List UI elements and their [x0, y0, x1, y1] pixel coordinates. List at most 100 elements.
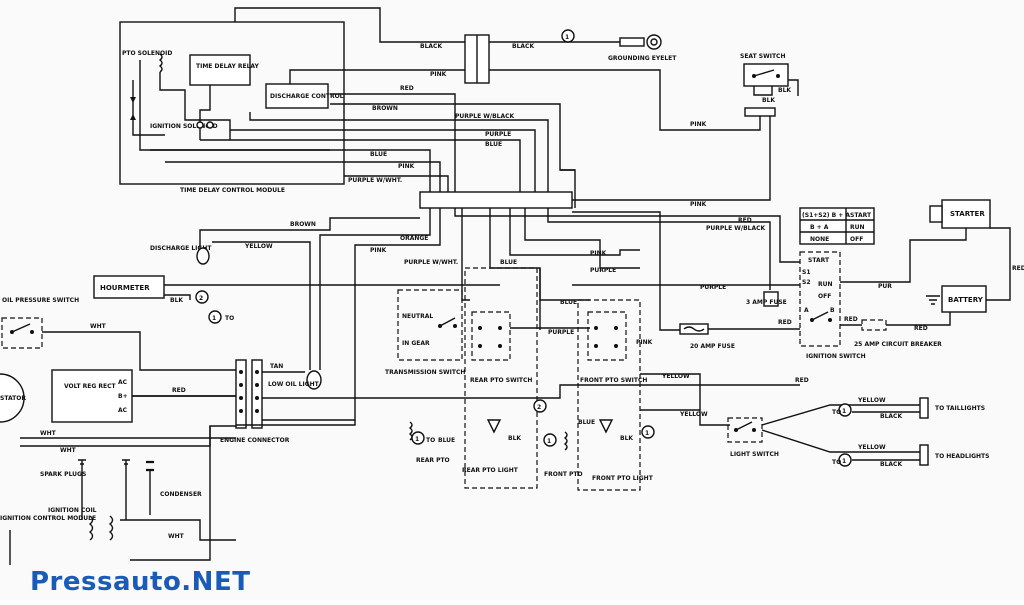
- switch-contact-icon: [498, 326, 502, 330]
- wire-wht-label: WHT: [40, 430, 57, 437]
- ref-1: 1: [645, 430, 649, 437]
- pin-icon: [255, 383, 259, 387]
- discharge-light-icon: [196, 247, 210, 265]
- wire-brown: [330, 103, 575, 171]
- transmission-switch-box: [397, 289, 463, 361]
- wire-orange-label: ORANGE: [400, 235, 428, 242]
- wire-yellow-label: YELLOW: [857, 397, 886, 404]
- ref-1: 1: [842, 458, 846, 465]
- wire-purple-white: [461, 208, 470, 301]
- volt-reg-rect-label: VOLT REG RECT: [64, 383, 117, 390]
- switch-lever-icon: [811, 311, 829, 321]
- wire-blue-front: [539, 268, 590, 301]
- wire-purple-black: [249, 112, 549, 192]
- rect-terminal-ac: AC: [118, 407, 128, 414]
- module-internal-wire: [199, 85, 211, 140]
- wire-purple-white-label: PURPLE W/WHT.: [348, 177, 402, 184]
- wire-pink-label: PINK: [430, 71, 447, 78]
- wire-blk-hourmeter: [164, 294, 191, 300]
- ref-1: 1: [212, 315, 216, 322]
- rear-pto-light-label: REAR PTO LIGHT: [462, 467, 519, 474]
- ignition-position-table: [799, 207, 875, 245]
- solenoid-contact-icon: [196, 121, 204, 129]
- ign-terminal-a: A: [804, 307, 809, 314]
- switch-lever-icon: [753, 69, 775, 77]
- ref-to-label: TO: [832, 459, 841, 466]
- circuit-breaker-label: 25 AMP CIRCUIT BREAKER: [854, 341, 942, 348]
- wire-blk-label: BLK: [508, 435, 521, 442]
- switch-contact-icon: [776, 74, 780, 78]
- seat-switch-connector: [744, 107, 776, 117]
- neutral-label: NEUTRAL: [402, 313, 433, 320]
- switch-lever-icon: [439, 317, 456, 327]
- rear-pto-enclosure: [464, 267, 538, 489]
- wire-blk-label: BLK: [170, 297, 183, 304]
- taillight-connector: [919, 397, 929, 419]
- rear-pto-switch-box: [471, 311, 511, 361]
- wire-pink-3: [572, 116, 771, 201]
- switch-contact-icon: [453, 324, 457, 328]
- ref-circle-icon: [411, 431, 425, 445]
- ref-to-label: TO: [225, 315, 234, 322]
- switch-contact-icon: [752, 428, 756, 432]
- wire-blue-label: BLUE: [370, 151, 387, 158]
- wire-black-label: BLACK: [880, 461, 902, 468]
- rear-pto-light-icon: [486, 419, 502, 434]
- battery-ground-icon: [926, 295, 940, 305]
- wire-yellow-low-oil: [319, 208, 431, 370]
- ref-1: 1: [547, 438, 551, 445]
- rear-pto-label: REAR PTO: [416, 457, 450, 464]
- pin-icon: [239, 370, 243, 374]
- wire-yellow: [212, 241, 311, 370]
- low-oil-light-icon: [306, 370, 322, 390]
- fuse-20a-label: 20 AMP FUSE: [690, 343, 735, 350]
- ignition-coil-icon: [88, 515, 114, 541]
- ignition-coil-label: IGNITION COIL: [48, 507, 97, 514]
- wire-spark: [81, 460, 127, 520]
- ign-terminal-s2: S2: [802, 279, 811, 286]
- hourmeter-box: [93, 275, 165, 299]
- rect-terminal-ac: AC: [118, 379, 128, 386]
- rear-pto-switch-label: REAR PTO SWITCH: [470, 377, 532, 384]
- wire-pink-2: [165, 161, 441, 192]
- wire-purple-label: PURPLE: [548, 329, 574, 336]
- wire-purple-label: PURPLE: [590, 267, 616, 274]
- switch-contact-icon: [478, 344, 482, 348]
- low-oil-light-label: LOW OIL LIGHT: [268, 381, 320, 388]
- engine-connector-label: ENGINE CONNECTOR: [220, 437, 290, 444]
- ref-1: 1: [842, 408, 846, 415]
- front-pto-light-label: FRONT PTO LIGHT: [592, 475, 654, 482]
- wire-red-label: RED: [738, 217, 752, 224]
- time-delay-control-module-label: TIME DELAY CONTROL MODULE: [180, 187, 285, 194]
- watermark-logo: Pressauto.NET: [30, 567, 251, 597]
- wire-black: [234, 7, 465, 43]
- wire-red: [330, 93, 456, 192]
- switch-contact-icon: [30, 330, 34, 334]
- pin-icon: [239, 396, 243, 400]
- grounding-eyelet-hole: [650, 38, 658, 46]
- ignition-solenoid-label: IGNITION SOLENOID: [150, 123, 218, 130]
- switch-contact-icon: [828, 318, 832, 322]
- wire-pink-label: PINK: [398, 163, 415, 170]
- wire-pink-label: PINK: [690, 121, 707, 128]
- stator-label: STATOR: [0, 395, 26, 402]
- module-internal-wire: [132, 80, 165, 136]
- ref-to-label: TO: [426, 437, 435, 444]
- ign-terminal-b: B: [830, 307, 835, 314]
- condenser-icon: [146, 460, 154, 472]
- wire-purple-black-label: PURPLE W/BLACK: [706, 225, 766, 232]
- front-pto-clutch-icon: [563, 431, 568, 451]
- wire-brown-label: BROWN: [372, 105, 398, 112]
- wire-black-label: BLACK: [512, 43, 534, 50]
- table-value-start: (S1+S2) B + A: [802, 212, 850, 219]
- wire-blk-label: BLK: [778, 87, 791, 94]
- switch-contact-icon: [594, 326, 598, 330]
- wire-red-label: RED: [778, 319, 792, 326]
- spark-plugs-label: SPARK PLUGS: [40, 471, 86, 478]
- discharge-control-box: [265, 83, 329, 109]
- ref-to-label: TO: [832, 409, 841, 416]
- main-harness-connector: [419, 191, 573, 209]
- ign-terminal-run: RUN: [818, 281, 833, 288]
- table-header-off: OFF: [850, 236, 863, 243]
- front-pto-enclosure: [577, 299, 641, 491]
